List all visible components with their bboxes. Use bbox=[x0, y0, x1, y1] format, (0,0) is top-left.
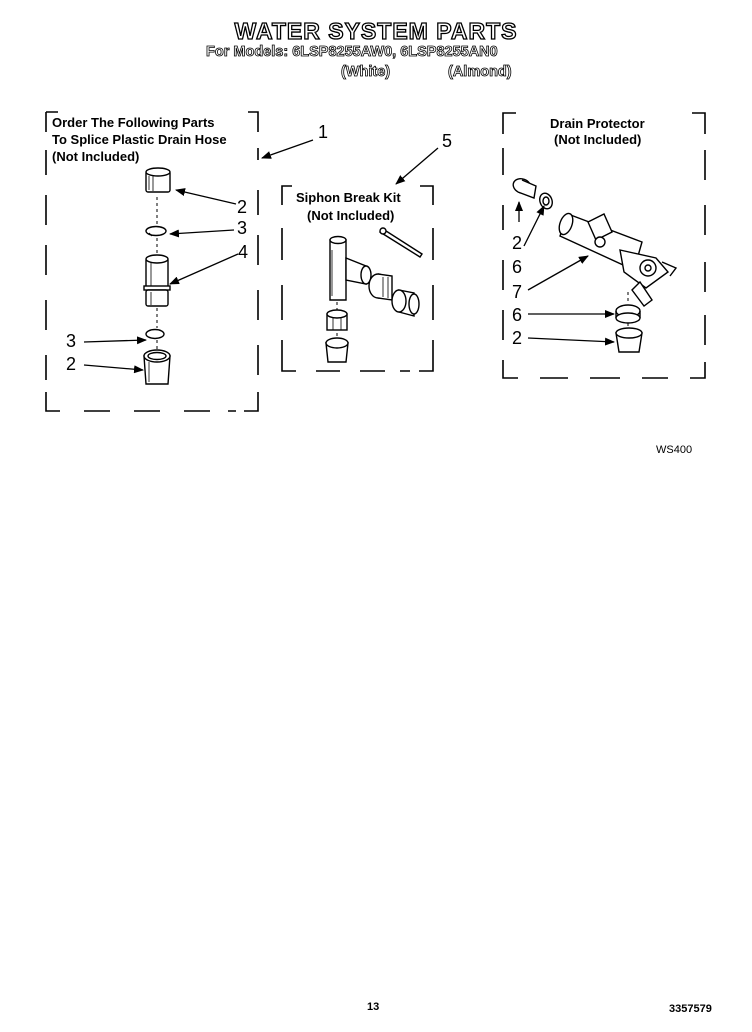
splice-parts bbox=[143, 167, 171, 385]
clamp-ring-bottom bbox=[145, 328, 165, 340]
callout-1: 1 bbox=[318, 122, 329, 142]
drain-cap-large bbox=[615, 327, 643, 353]
siphon-parts bbox=[325, 227, 423, 363]
callout-4: 4 bbox=[238, 242, 249, 262]
siphon-panel-frame bbox=[281, 185, 434, 372]
models-line: For Models: 6LSP8255AW0, 6LSP8255AN0 bbox=[206, 44, 499, 61]
siphon-tee bbox=[329, 235, 372, 301]
callout-6-drain-top: 6 bbox=[512, 257, 523, 277]
siphon-cap bbox=[325, 337, 349, 363]
drain-protector-parts bbox=[512, 178, 678, 353]
splice-panel-frame bbox=[45, 111, 259, 412]
coupling-bottom bbox=[143, 349, 171, 385]
splice-title: Order The Following Parts bbox=[52, 115, 215, 130]
color-white: (White) bbox=[341, 64, 391, 81]
page-title: WATER SYSTEM PARTS bbox=[234, 17, 518, 44]
coupling-top bbox=[145, 167, 171, 193]
callout-2-drain-top: 2 bbox=[512, 233, 523, 253]
drain-cap-small bbox=[512, 178, 537, 199]
drain-note: (Not Included) bbox=[554, 132, 642, 147]
callout-2-bottom: 2 bbox=[66, 354, 77, 374]
drain-panel-frame bbox=[502, 112, 706, 379]
color-almond: (Almond) bbox=[448, 64, 512, 81]
siphon-note: (Not Included) bbox=[307, 208, 395, 223]
drain-ring-large bbox=[615, 304, 641, 324]
drain-ring-small bbox=[539, 192, 553, 210]
diagram-code: WS400 bbox=[656, 444, 693, 456]
splice-subtitle: To Splice Plastic Drain Hose bbox=[52, 132, 227, 147]
splice-note: (Not Included) bbox=[52, 149, 140, 164]
callout-2-drain-bottom: 2 bbox=[512, 328, 523, 348]
siphon-nut-1 bbox=[368, 273, 393, 301]
siphon-nut-2 bbox=[326, 309, 348, 331]
callout-3-top: 3 bbox=[237, 218, 248, 238]
callout-2-top: 2 bbox=[237, 197, 248, 217]
callout-5: 5 bbox=[442, 131, 453, 151]
callout-7: 7 bbox=[512, 282, 523, 302]
clamp-ring-top bbox=[145, 225, 167, 237]
splice-connector bbox=[143, 254, 171, 307]
siphon-coupling bbox=[391, 289, 420, 317]
part-number: 3357579 bbox=[669, 1003, 712, 1015]
siphon-title: Siphon Break Kit bbox=[296, 190, 401, 205]
callout-6-drain-bottom: 6 bbox=[512, 305, 523, 325]
drain-title: Drain Protector bbox=[550, 116, 645, 131]
drain-protector-body bbox=[558, 212, 678, 307]
callout-arrows bbox=[83, 139, 615, 374]
callout-3-bottom: 3 bbox=[66, 331, 77, 351]
siphon-strap bbox=[378, 227, 423, 258]
page-number: 13 bbox=[367, 1001, 380, 1013]
